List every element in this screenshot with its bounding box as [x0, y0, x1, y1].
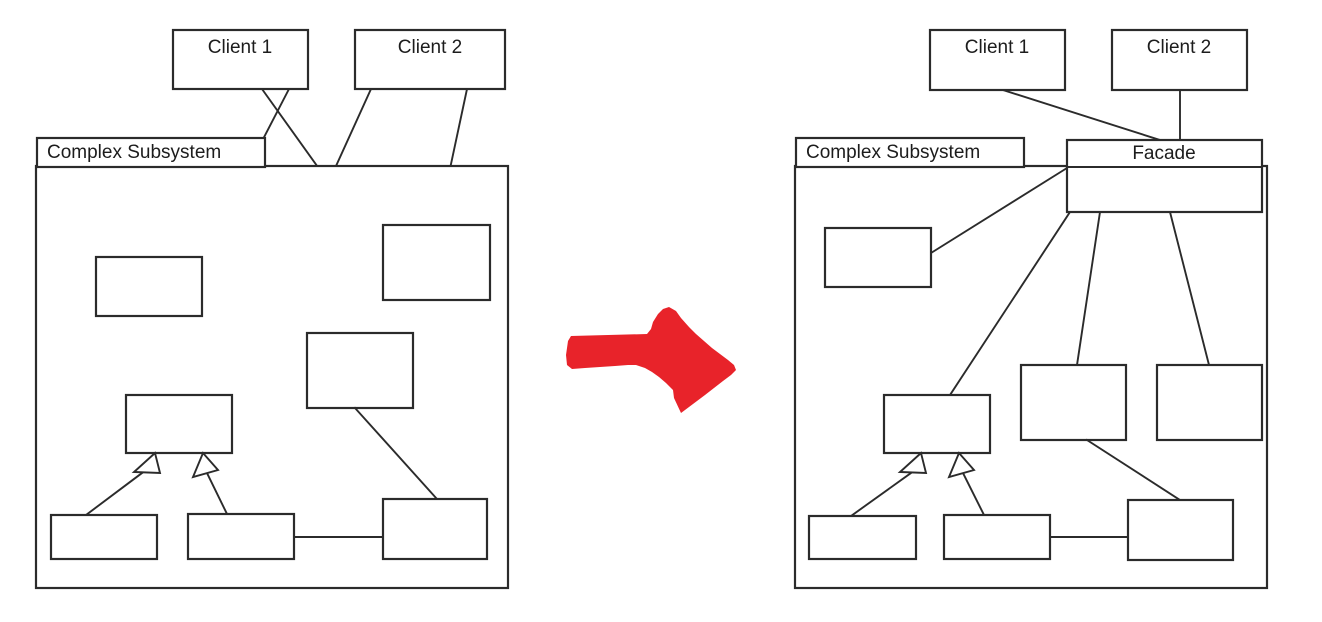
left-component-c[interactable]	[305, 331, 415, 410]
right-facade-connections	[929, 166, 1211, 397]
right-client-1-box	[928, 28, 1067, 92]
right-client-2[interactable]: Client 2	[1110, 28, 1249, 92]
left-generalization-1	[84, 451, 162, 517]
right-panel-after-facade: Complex Subsystem	[793, 28, 1269, 590]
right-facade-link-c	[1168, 210, 1211, 367]
left-component-base[interactable]	[124, 393, 234, 455]
left-client-2[interactable]: Client 2	[353, 28, 507, 91]
left-subsystem-label: Complex Subsystem	[47, 142, 221, 163]
left-panel-before-facade: Complex Subsystem	[34, 28, 510, 590]
left-client-1-box	[171, 28, 310, 91]
left-client-2-label: Client 2	[398, 37, 462, 58]
right-client-1[interactable]: Client 1	[928, 28, 1067, 92]
right-component-sub-2[interactable]	[942, 513, 1052, 561]
left-client-2-box	[353, 28, 507, 91]
left-client-1[interactable]: Client 1	[171, 28, 310, 91]
right-component-b[interactable]	[1019, 363, 1128, 442]
right-subsystem-label: Complex Subsystem	[806, 142, 980, 163]
left-gen-line-1	[84, 468, 148, 517]
right-gen-line-2	[961, 471, 986, 517]
right-facade-label: Facade	[1132, 143, 1195, 164]
left-gen-triangle-1	[131, 451, 162, 474]
left-component-sub-1[interactable]	[49, 513, 159, 561]
right-generalization-2	[947, 451, 986, 517]
right-facade-box	[1065, 138, 1264, 214]
right-component-c[interactable]	[1155, 363, 1264, 442]
right-gen-triangle-2	[947, 451, 976, 479]
right-gen-line-1	[849, 471, 913, 518]
right-client-2-label: Client 2	[1147, 37, 1211, 58]
right-connection-client1-facade	[1001, 88, 1162, 142]
right-component-a[interactable]	[823, 226, 933, 289]
right-component-d[interactable]	[1126, 498, 1235, 562]
left-gen-triangle-2	[191, 451, 220, 479]
right-client-1-label: Client 1	[965, 37, 1029, 58]
left-component-a[interactable]	[94, 255, 204, 318]
right-generalization-1	[849, 451, 928, 518]
left-component-b[interactable]	[381, 223, 492, 302]
right-facade-link-b	[1075, 210, 1102, 367]
right-facade-link-base	[948, 210, 1072, 397]
right-internal-link-b-d	[1085, 438, 1182, 502]
red-transform-arrow	[566, 307, 736, 413]
right-client-2-box	[1110, 28, 1249, 92]
right-facade-link-a	[929, 166, 1069, 255]
right-gen-triangle-1	[897, 451, 928, 474]
left-gen-line-2	[205, 471, 229, 516]
left-component-sub-2[interactable]	[186, 512, 296, 561]
left-subsystem-tab	[35, 136, 267, 169]
left-internal-link-c-d	[353, 406, 439, 501]
right-component-base[interactable]	[882, 393, 992, 455]
right-component-sub-1[interactable]	[807, 514, 918, 561]
left-generalization-2	[191, 451, 229, 516]
right-subsystem-tab	[794, 136, 1026, 169]
left-client-1-label: Client 1	[208, 37, 272, 58]
right-facade[interactable]: Facade	[1065, 138, 1264, 214]
left-component-d[interactable]	[381, 497, 489, 561]
